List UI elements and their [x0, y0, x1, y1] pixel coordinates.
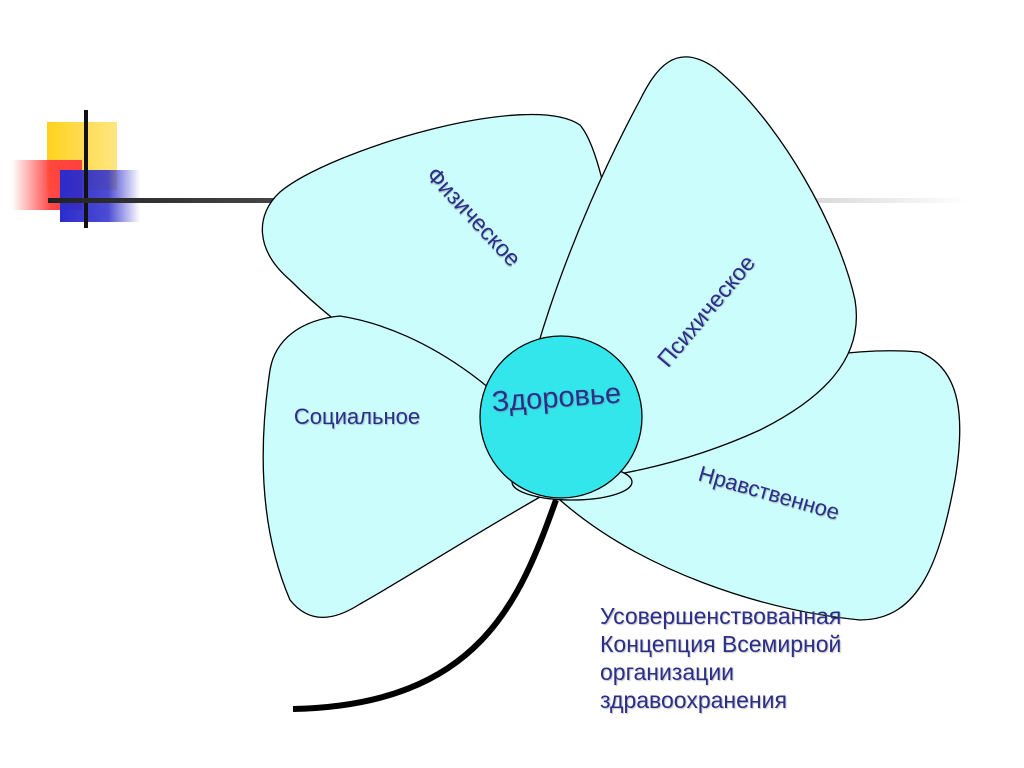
label-social: Социальное [294, 404, 420, 429]
flower-stem [292, 498, 559, 712]
petal-social [262, 315, 571, 619]
caption-line: Концепция Всемирной [600, 631, 842, 657]
caption-line: здравоохранения [600, 687, 787, 713]
petals [261, 56, 961, 621]
center-circle [479, 335, 643, 499]
caption-line: Усовершенствованная [600, 603, 842, 629]
caption: Усовершенствованная Концепция Всемирной … [600, 602, 930, 714]
deco-blue-square [60, 170, 140, 222]
caption-line: организации [600, 659, 735, 685]
